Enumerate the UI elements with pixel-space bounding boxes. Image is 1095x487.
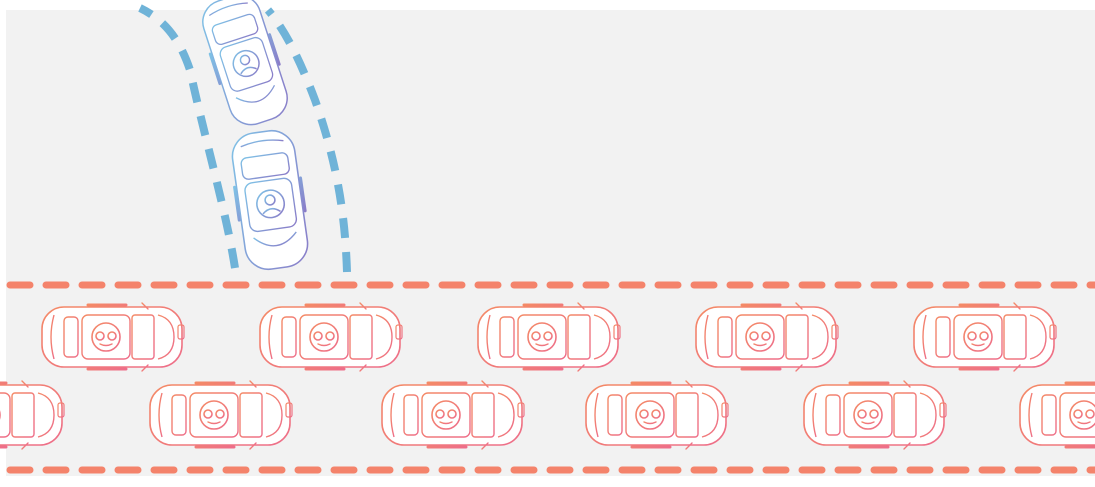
robot-car-r2-3 <box>382 381 524 449</box>
robot-car-r2-2 <box>150 381 292 449</box>
robot-car-r2-4 <box>586 381 728 449</box>
robot-car-r1-1 <box>42 303 184 371</box>
robot-car-r2-6 <box>1020 381 1095 449</box>
robot-car-r2-1 <box>0 381 64 449</box>
robot-car-r1-4 <box>696 303 838 371</box>
robot-car-r1-5 <box>914 303 1056 371</box>
robot-car-r2-5 <box>804 381 946 449</box>
robot-car-r1-2 <box>260 303 402 371</box>
robot-car-r1-3 <box>478 303 620 371</box>
